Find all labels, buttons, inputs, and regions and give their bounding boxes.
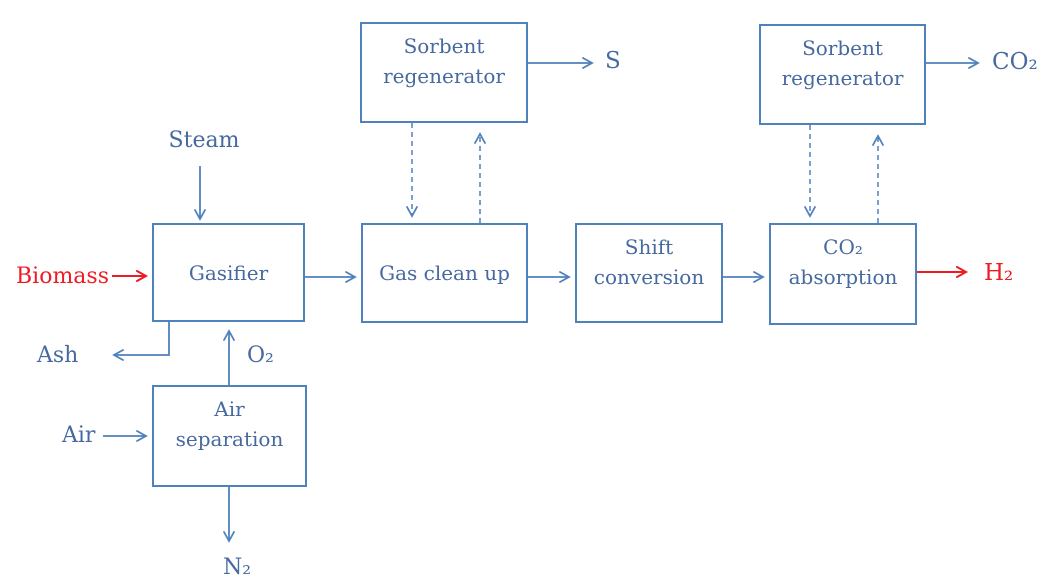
gas-clean-up-box: Gas clean up [361, 223, 528, 323]
ash-stream-label: Ash [37, 343, 79, 368]
sorbent-regenerator-left-box: Sorbent regenerator [360, 22, 528, 123]
gasifier-label: Gasifier [188, 260, 269, 285]
air-separation-label: Air separation [175, 397, 284, 451]
gas-clean-up-label: Gas clean up [379, 261, 510, 285]
air-separation-box: Air separation [152, 385, 307, 487]
sorbent-regenerator-right-box: Sorbent regenerator [759, 24, 926, 125]
co2-absorption-box: CO₂ absorption [769, 223, 917, 325]
co2-absorption-label: CO₂ absorption [788, 235, 898, 289]
steam-stream-label: Steam [168, 128, 240, 153]
gasifier-to-ash-elbow-arrow [112, 322, 170, 361]
sorbent-regenerator-left-label: Sorbent regenerator [383, 34, 505, 88]
nitrogen-stream-label: N₂ [222, 555, 252, 580]
biomass-stream-label: Biomass [16, 264, 110, 289]
air-stream-label: Air [62, 423, 96, 448]
gasifier-box: Gasifier [152, 223, 305, 322]
sorbent-regenerator-right-label: Sorbent regenerator [781, 36, 904, 90]
co2-output-label: CO₂ [992, 49, 1038, 75]
oxygen-stream-label: O₂ [247, 343, 274, 368]
sulfur-stream-label: S [605, 48, 621, 74]
shift-conversion-label: Shift conversion [593, 235, 705, 289]
h2-output-label: H₂ [984, 260, 1014, 286]
shift-conversion-box: Shift conversion [575, 223, 723, 323]
